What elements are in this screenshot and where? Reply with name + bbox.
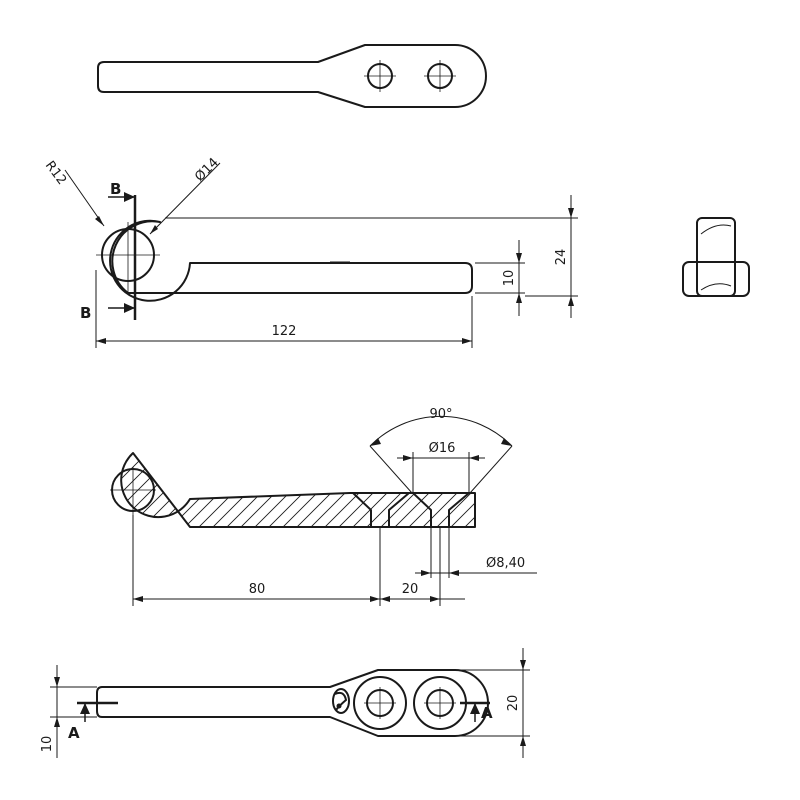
hatch-line [409, 453, 476, 527]
hatch-line [451, 453, 476, 527]
dim-hole-spacing: 20 [402, 582, 419, 597]
dim-hole-diameter: Ø8,40 [486, 556, 525, 571]
side-top-ellipse [700, 224, 732, 235]
side-view [682, 217, 750, 297]
dim-plate-width-lines [460, 648, 530, 758]
dim-length-lines [95, 270, 473, 348]
dim-plate-width: 20 [506, 695, 521, 712]
section-cut-a [77, 701, 490, 722]
front-centerlines [96, 222, 160, 292]
dim-countersink-diameter: Ø16 [429, 441, 456, 456]
dim-countersink-diameter-lines [397, 452, 485, 493]
section-label-b-top: B [110, 180, 121, 198]
hatch-line [465, 453, 476, 527]
section-label-a-right: A [481, 704, 493, 722]
dim-arm-offset: 10 [40, 736, 55, 753]
dim-eye-height: 24 [554, 249, 569, 266]
side-boss [696, 217, 736, 297]
dim-arm-thickness: 10 [502, 270, 517, 287]
hatch-line [522, 440, 622, 540]
section-cut-b [108, 192, 137, 320]
dim-hole-offset: 80 [249, 582, 266, 597]
section-centerlines [110, 467, 156, 515]
dim-offset-lines [133, 596, 380, 602]
dim-arm-offset-lines [50, 665, 97, 758]
section-label-b-bottom: B [80, 304, 91, 322]
front-view-outline [109, 219, 473, 302]
top-view-outline [97, 44, 487, 108]
side-base [682, 261, 750, 297]
dim-hole-diameter-lines [415, 570, 537, 576]
diameter-leader [149, 162, 221, 235]
bottom-hole-1-outer [353, 676, 407, 730]
section-label-a-left: A [68, 724, 80, 742]
section-outline [120, 452, 476, 528]
side-bottom-ellipse [700, 283, 732, 291]
hatch-line [480, 440, 580, 540]
top-view [97, 44, 487, 108]
section-view: 90° Ø16 Ø8,40 [110, 407, 650, 606]
dim-height-lines [165, 195, 578, 318]
front-view: B B R12 Ø14 122 10 [42, 155, 578, 348]
weld-mark [332, 688, 350, 714]
dim-overall-length: 122 [272, 324, 297, 339]
hatch-line [508, 440, 608, 540]
dim-thickness-lines [475, 240, 525, 316]
hatch-line [437, 453, 476, 527]
dim-countersink-angle: 90° [429, 407, 452, 422]
dim-angle-lines [369, 416, 513, 494]
dim-eye-diameter: Ø14 [192, 155, 222, 185]
bottom-view-outline [96, 669, 489, 737]
countersink-hole-2 [412, 492, 470, 528]
dim-spacing-lines [380, 596, 465, 602]
bottom-view: A A 20 10 [40, 648, 530, 758]
radius-leader [64, 169, 105, 227]
dim-radius: R12 [42, 158, 69, 187]
hatch-line [550, 440, 650, 540]
bottom-centerlines [364, 687, 456, 719]
countersink-hole-1 [352, 492, 410, 528]
hatch-line [494, 440, 594, 540]
dim-hole-extension-lines [132, 515, 450, 606]
hatch-line [536, 440, 636, 540]
top-centerlines [364, 60, 456, 92]
